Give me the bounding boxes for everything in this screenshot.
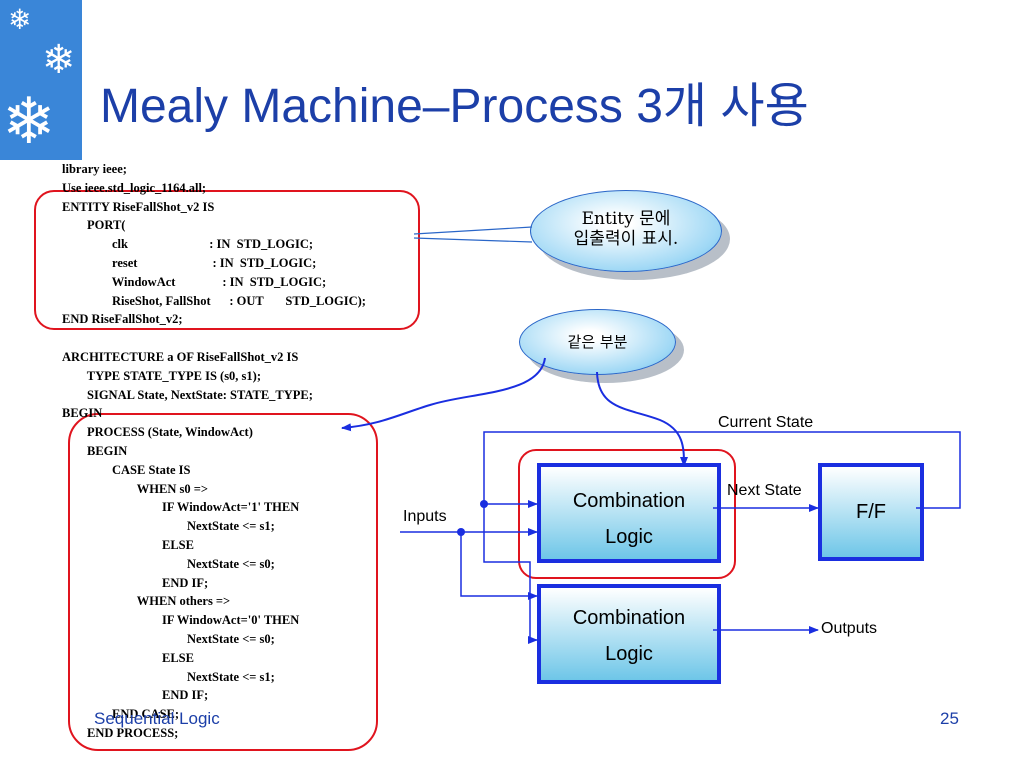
code-line: WHEN s0 => [62, 481, 208, 496]
inputs-junction-dot [457, 528, 465, 536]
code-line: END RiseFallShot_v2; [62, 312, 183, 327]
code-line: Use ieee.std_logic_1164.all; [62, 180, 207, 195]
code-line: WindowAct : IN STD_LOGIC; [62, 274, 327, 289]
current-state-label: Current State [718, 414, 814, 431]
code-line: PROCESS (State, WindowAct) [62, 425, 253, 440]
same-part-callout-text: 같은 부분 [567, 333, 628, 351]
code-line: ELSE [62, 650, 194, 665]
feedback-junction-dot [480, 500, 488, 508]
same-part-callout-bubble: 같은 부분 [519, 309, 676, 375]
snowflake-icon: ❄ [42, 37, 76, 83]
footer-left-text: Sequential Logic [94, 709, 220, 728]
code-line: RiseShot, FallShot : OUT STD_LOGIC); [62, 293, 366, 308]
outputs-label: Outputs [821, 620, 878, 637]
code-line: ARCHITECTURE a OF RiseFallShot_v2 IS [62, 350, 299, 364]
code-line: IF WindowAct='0' THEN [62, 613, 300, 628]
entity-highlight-box [34, 190, 420, 330]
code-line: CASE State IS [62, 462, 191, 477]
code-line: END IF; [62, 688, 209, 703]
combination-logic-block-1: Combination Logic [537, 463, 721, 563]
code-line: clk : IN STD_LOGIC; [62, 237, 314, 252]
code-line: SIGNAL State, NextState: STATE_TYPE; [62, 387, 313, 402]
same-part-arrow-to-code [341, 357, 546, 432]
snowflake-icon: ❄ [2, 85, 56, 159]
code-line: BEGIN [62, 406, 103, 421]
combo1-label-line2: Logic [605, 526, 653, 548]
code-line: WHEN others => [62, 594, 231, 609]
sidebar-strip [0, 0, 82, 160]
combination-logic-block-2: Combination Logic [537, 584, 721, 684]
flip-flop-label: F/F [856, 501, 886, 523]
slide-title: Mealy Machine–Process 3개 사용 [100, 80, 809, 133]
code-line: END PROCESS; [62, 726, 179, 740]
process-highlight-box [68, 413, 378, 751]
code-line: reset : IN STD_LOGIC; [62, 256, 317, 270]
combo2-label-line1: Combination [572, 607, 686, 629]
code-line: END IF; [62, 575, 209, 590]
next-state-label: Next State [727, 482, 802, 499]
entity-callout-bubble: Entity 문에 입출력이 표시. [530, 190, 722, 272]
code-line: NextState <= s0; [62, 632, 275, 646]
code-line: library ieee; [62, 162, 127, 176]
code-line: IF WindowAct='1' THEN [62, 500, 300, 515]
code-line: NextState <= s0; [62, 556, 275, 571]
flip-flop-block: F/F [818, 463, 924, 561]
code-line: TYPE STATE_TYPE IS (s0, s1); [62, 368, 261, 383]
page-number: 25 [940, 709, 959, 728]
code-line: END CASE; [62, 707, 180, 722]
entity-callout-line1: Entity 문에 [581, 209, 671, 229]
entity-callout-pointer [413, 226, 533, 243]
inputs-label: Inputs [403, 508, 447, 525]
combo2-label-line2: Logic [605, 643, 653, 665]
snowflake-icon: ❄ [8, 3, 32, 36]
code-line: NextState <= s1; [62, 519, 275, 534]
code-line: ELSE [62, 538, 194, 552]
code-line: NextState <= s1; [62, 669, 275, 684]
code-line: ENTITY RiseFallShot_v2 IS [62, 199, 215, 214]
combo1-label-line1: Combination [572, 490, 686, 512]
code-line: BEGIN [62, 444, 128, 458]
code-line: PORT( [62, 218, 126, 233]
sidebar-decoration: ❄ ❄ ❄ [0, 0, 82, 768]
entity-callout-line2: 입출력이 표시. [573, 229, 679, 249]
